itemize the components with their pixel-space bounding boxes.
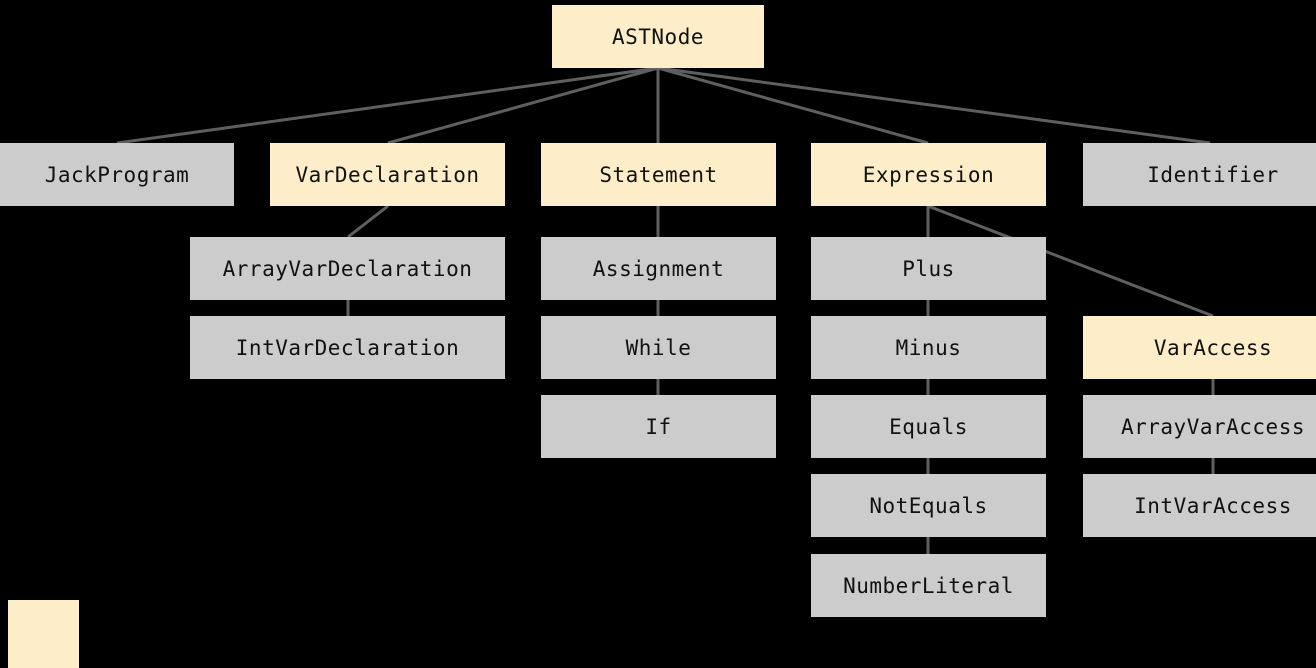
- tree-node-vardeclaration[interactable]: VarDeclaration: [270, 143, 505, 206]
- tree-node-label: Statement: [599, 162, 718, 187]
- tree-node-label: ASTNode: [611, 24, 704, 49]
- tree-edge: [116, 66, 659, 145]
- tree-node-root[interactable]: ASTNode: [552, 5, 764, 68]
- tree-node-label: JackProgram: [44, 162, 190, 187]
- tree-node-arrayvaraccess[interactable]: ArrayVarAccess: [1083, 395, 1316, 458]
- tree-node-plus[interactable]: Plus: [811, 237, 1046, 300]
- tree-node-numberliteral[interactable]: NumberLiteral: [811, 554, 1046, 617]
- tree-node-label: Expression: [862, 162, 995, 187]
- tree-node-label: NotEquals: [869, 493, 988, 518]
- tree-node-label: IntVarAccess: [1134, 493, 1292, 518]
- tree-node-arrayvardeclaration[interactable]: ArrayVarDeclaration: [190, 237, 505, 300]
- tree-node-minus[interactable]: Minus: [811, 316, 1046, 379]
- tree-node-label: Plus: [902, 256, 955, 281]
- tree-node-label: Identifier: [1147, 162, 1279, 187]
- tree-node-if[interactable]: If: [541, 395, 776, 458]
- tree-node-jackprogram[interactable]: JackProgram: [0, 143, 234, 206]
- tree-node-intvaraccess[interactable]: IntVarAccess: [1083, 474, 1316, 537]
- tree-node-label: Minus: [895, 335, 962, 360]
- tree-edge: [657, 66, 1211, 145]
- tree-node-label: VarAccess: [1153, 335, 1273, 360]
- tree-node-label: NumberLiteral: [843, 573, 1014, 598]
- tree-edge: [657, 66, 929, 145]
- legend-color-swatch: [8, 600, 79, 668]
- tree-node-statement[interactable]: Statement: [541, 143, 776, 206]
- tree-node-notequals[interactable]: NotEquals: [811, 474, 1046, 537]
- tree-node-label: ArrayVarDeclaration: [222, 256, 473, 281]
- tree-node-identifier[interactable]: Identifier: [1083, 143, 1316, 206]
- tree-node-expression[interactable]: Expression: [811, 143, 1046, 206]
- tree-node-label: VarDeclaration: [295, 162, 480, 187]
- tree-node-label: ArrayVarAccess: [1120, 414, 1305, 439]
- tree-node-equals[interactable]: Equals: [811, 395, 1046, 458]
- tree-node-varaccess[interactable]: VarAccess: [1083, 316, 1316, 379]
- tree-edge: [347, 204, 389, 239]
- tree-node-intvardeclaration[interactable]: IntVarDeclaration: [190, 316, 505, 379]
- tree-node-label: Assignment: [592, 256, 725, 281]
- tree-node-label: Equals: [889, 414, 968, 439]
- tree-node-label: If: [645, 414, 672, 439]
- tree-node-label: While: [625, 335, 692, 360]
- tree-node-assignment[interactable]: Assignment: [541, 237, 776, 300]
- tree-node-label: IntVarDeclaration: [235, 335, 460, 360]
- tree-edge: [387, 66, 659, 145]
- tree-node-while[interactable]: While: [541, 316, 776, 379]
